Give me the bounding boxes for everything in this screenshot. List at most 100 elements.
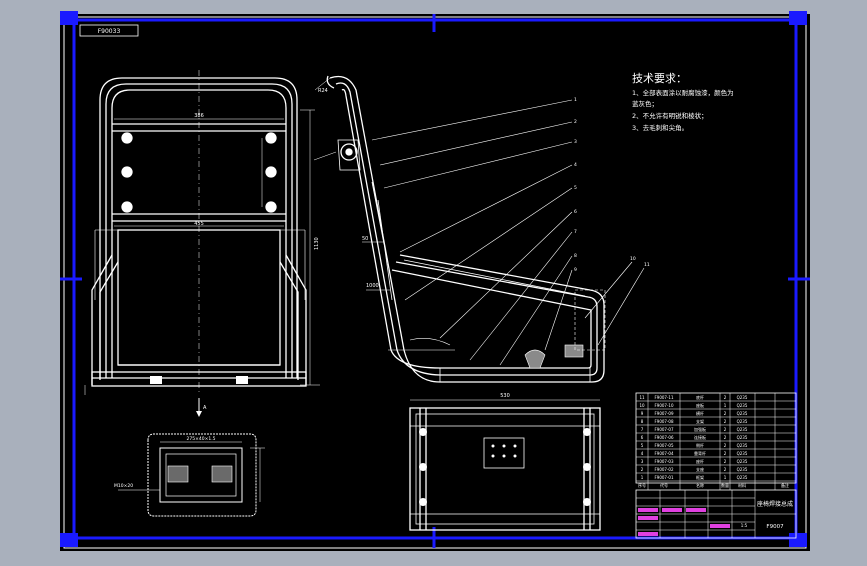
parts-cell-code: F9007-04 [654, 451, 673, 456]
parts-cell-code: F9007-03 [654, 459, 673, 464]
parts-cell-code: F9007-08 [654, 419, 673, 424]
balloon-7: 7 [574, 229, 577, 235]
parts-cell-name: 底杆 [696, 394, 704, 400]
parts-cell-material: Q235 [737, 451, 748, 456]
parts-cell-no: 11 [639, 395, 645, 400]
parts-cell-no: 7 [641, 427, 644, 432]
parts-cell-code: F9007-07 [654, 427, 673, 432]
balloon-8: 8 [574, 253, 577, 259]
stamp-box [79, 24, 139, 37]
parts-cell-material: Q235 [737, 395, 748, 400]
parts-cell-qty: 2 [724, 451, 727, 456]
parts-cell-code: F9007-09 [654, 411, 673, 416]
parts-cell-code: F9007-11 [654, 395, 673, 400]
parts-cell-name: 框架 [696, 474, 704, 480]
dim-front-upper-width: 386 [194, 113, 204, 119]
parts-cell-no: 10 [639, 403, 645, 408]
parts-header-name: 名称 [696, 482, 704, 488]
parts-cell-material: Q235 [737, 459, 748, 464]
parts-cell-code: F9007-06 [654, 435, 673, 440]
parts-cell-name: 横杆 [696, 410, 704, 416]
parts-cell-name: 支座 [696, 466, 704, 472]
tech-line-1: 1、全部表面涂以耐腐蚀漆，颜色为 [632, 88, 734, 97]
balloon-6: 6 [574, 209, 577, 215]
dim-detail-width: 275×40×1.5 [186, 436, 215, 442]
balloon-labels: 1 2 3 4 5 6 7 8 9 10 11 [574, 97, 650, 273]
drawing-number: F9007 [766, 524, 784, 530]
parts-cell-material: Q235 [737, 443, 748, 448]
parts-cell-qty: 2 [724, 419, 727, 424]
detail-view-a [118, 433, 265, 517]
parts-cell-qty: 2 [724, 467, 727, 472]
dim-side-offset: 50 [362, 236, 368, 242]
stamp-text: F90033 [98, 28, 121, 35]
tech-requirements: 技术要求： 1、全部表面涂以耐腐蚀漆，颜色为 蓝灰色； 2、不允许有明锐和棱状；… [632, 72, 734, 132]
view-label-a: A [203, 405, 207, 411]
parts-cell-material: Q235 [737, 427, 748, 432]
top-view-holes [419, 428, 591, 506]
parts-header-code: 代号 [660, 482, 668, 488]
parts-cell-qty: 2 [724, 427, 727, 432]
parts-cell-material: Q235 [737, 435, 748, 440]
parts-cell-no: 2 [641, 467, 644, 472]
balloon-2: 2 [574, 119, 577, 125]
dim-side-height: 1000 [366, 283, 379, 289]
parts-cell-name: 靠背杆 [694, 450, 706, 456]
dim-front-mid-width: 455 [194, 221, 204, 227]
front-base-blocks [150, 376, 248, 384]
parts-cell-material: Q235 [737, 411, 748, 416]
dim-side-radius: R24 [318, 88, 328, 94]
parts-cell-name: 加强板 [694, 426, 706, 432]
parts-cell-qty: 2 [724, 411, 727, 416]
balloon-4: 4 [574, 162, 577, 168]
parts-cell-name: 支架 [696, 418, 704, 424]
parts-list [635, 392, 797, 490]
leader-lines [371, 99, 645, 366]
corner-mark-bl [60, 533, 78, 547]
title-block: 座椅焊接总成 F9007 1:5 [635, 489, 797, 539]
tech-line-3: 2、不允许有明锐和棱状； [632, 111, 708, 120]
parts-cell-qty: 1 [724, 475, 727, 480]
parts-cell-no: 4 [641, 451, 644, 456]
corner-mark-tr [789, 11, 807, 25]
sheet-background [60, 14, 810, 551]
dim-front-height: 1130 [314, 237, 320, 250]
parts-cell-qty: 2 [724, 435, 727, 440]
parts-cell-qty: 1 [724, 403, 727, 408]
parts-header-material: 材料 [738, 482, 746, 488]
parts-header-note: 备注 [781, 482, 789, 488]
balloon-11: 11 [644, 262, 650, 268]
dim-detail-plate: M10×20 [114, 483, 133, 489]
parts-cell-material: Q235 [737, 419, 748, 424]
parts-cell-material: Q235 [737, 467, 748, 472]
parts-cell-material: Q235 [737, 475, 748, 480]
drawing-name: 座椅焊接总成 [757, 500, 793, 508]
balloon-9: 9 [574, 267, 577, 273]
parts-cell-name: 侧杆 [696, 442, 704, 448]
parts-cell-no: 5 [641, 443, 644, 448]
parts-cell-qty: 2 [724, 443, 727, 448]
parts-cell-no: 8 [641, 419, 644, 424]
parts-cell-qty: 2 [724, 459, 727, 464]
parts-cell-name: 连接板 [694, 434, 706, 440]
parts-header: 序号 代号 名称 数量 材料 备注 [638, 482, 789, 488]
parts-cell-no: 6 [641, 435, 644, 440]
tech-line-4: 3、去毛刺和尖角。 [632, 123, 688, 132]
parts-cell-name: 座板 [696, 402, 704, 408]
parts-cell-code: F9007-10 [654, 403, 673, 408]
parts-cell-no: 9 [641, 411, 644, 416]
parts-cell-qty: 2 [724, 395, 727, 400]
parts-header-no: 序号 [638, 482, 646, 488]
parts-cell-name: 座杆 [696, 458, 704, 464]
parts-cell-code: F9007-01 [654, 475, 673, 480]
title-block-marks [638, 508, 730, 536]
drawing-scale: 1:5 [741, 523, 748, 528]
tech-line-2: 蓝灰色； [632, 99, 658, 108]
top-view [409, 399, 601, 531]
corner-mark-br [789, 533, 807, 547]
corner-mark-tl [60, 11, 78, 25]
parts-cell-no: 3 [641, 459, 644, 464]
